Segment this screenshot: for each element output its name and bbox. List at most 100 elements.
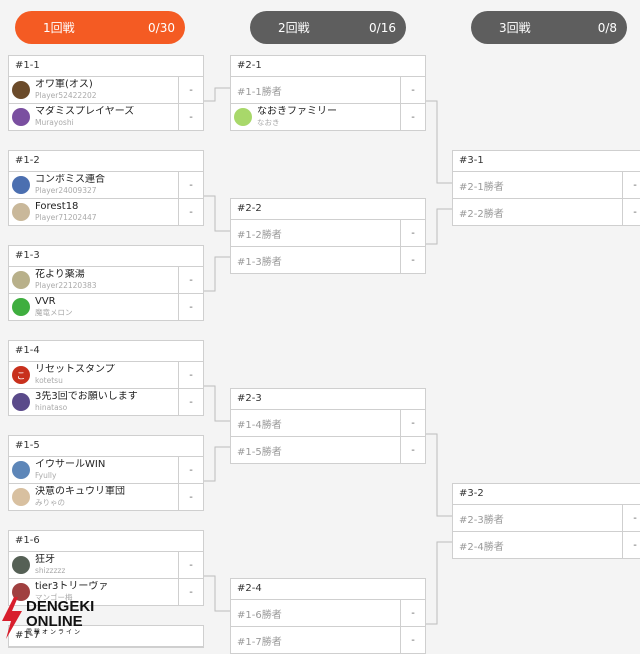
player-name: Player22120383 [35, 281, 97, 290]
player-slot[interactable]: マダミスプレイヤーズ Murayoshi - [9, 104, 203, 130]
team-name: マダミスプレイヤーズ [35, 106, 135, 117]
score-cell[interactable]: - [178, 267, 203, 293]
player-slot[interactable]: #1-3勝者 - [231, 247, 425, 273]
score-cell[interactable]: - [400, 104, 425, 130]
logo-text-line2: ONLINE [26, 613, 83, 630]
score-cell[interactable]: - [178, 104, 203, 130]
score-cell[interactable]: - [400, 627, 425, 653]
player-slot[interactable]: #2-4勝者 - [453, 532, 640, 558]
player-name: Player52422202 [35, 91, 97, 100]
team-name: イウサールWIN [35, 459, 106, 470]
match-id: #1-6 [9, 531, 203, 552]
match-id: #2-4 [231, 579, 425, 600]
winner-placeholder: #2-3勝者 [459, 514, 504, 526]
team-name: コンボミス連合 [35, 174, 105, 185]
player-slot[interactable]: イウサールWIN Fyully - [9, 457, 203, 484]
player-name: Player71202447 [35, 213, 97, 222]
player-name: kotetsu [35, 376, 63, 385]
match-id: #1-2 [9, 151, 203, 172]
player-slot[interactable]: こ リセットスタンプ kotetsu - [9, 362, 203, 389]
winner-placeholder: #1-4勝者 [237, 419, 282, 431]
winner-placeholder: #2-1勝者 [459, 181, 504, 193]
score-cell[interactable]: - [400, 220, 425, 246]
match-card[interactable]: #3-2 #2-3勝者 - #2-4勝者 - [452, 483, 640, 559]
score-cell[interactable]: - [400, 77, 425, 103]
letter-avatar-icon: こ [12, 366, 30, 384]
match-card[interactable]: #2-2 #1-2勝者 - #1-3勝者 - [230, 198, 426, 274]
match-card[interactable]: #1-1 オワ軍(オス) Player52422202 - マダミスプレイヤーズ… [8, 55, 204, 131]
score-cell[interactable]: - [178, 77, 203, 103]
player-slot[interactable]: VVR 魔竜メロン - [9, 294, 203, 320]
winner-placeholder: #1-5勝者 [237, 446, 282, 458]
score-cell[interactable]: - [622, 505, 640, 531]
score-cell[interactable]: - [178, 172, 203, 198]
score-cell[interactable]: - [400, 437, 425, 463]
player-name: マンゴー梅 [35, 593, 73, 602]
player-slot[interactable]: #1-1勝者 - [231, 77, 425, 104]
player-slot[interactable]: #2-2勝者 - [453, 199, 640, 225]
match-card[interactable]: #1-5 イウサールWIN Fyully - 決意のキュウリ軍団 みりゃの - [8, 435, 204, 511]
score-cell[interactable]: - [178, 552, 203, 578]
match-card[interactable]: #1-3 花より薬湯 Player22120383 - VVR 魔竜メロン - [8, 245, 204, 321]
player-slot[interactable]: Forest18 Player71202447 - [9, 199, 203, 225]
character-avatar-icon [12, 393, 30, 411]
score-cell[interactable]: - [178, 579, 203, 605]
player-slot[interactable]: #1-6勝者 - [231, 600, 425, 627]
score-cell[interactable]: - [622, 172, 640, 198]
team-name: 狂牙 [35, 554, 55, 565]
match-id: #1-4 [9, 341, 203, 362]
match-card[interactable]: #2-4 #1-6勝者 - #1-7勝者 - [230, 578, 426, 654]
score-cell[interactable]: - [400, 410, 425, 436]
winner-placeholder: #1-6勝者 [237, 609, 282, 621]
match-id: #3-1 [453, 151, 640, 172]
round-tab-1[interactable]: 1回戦 0/30 [15, 11, 185, 44]
match-card[interactable]: #2-3 #1-4勝者 - #1-5勝者 - [230, 388, 426, 464]
player-slot[interactable]: #1-5勝者 - [231, 437, 425, 463]
dengeki-online-logo: DENGEKI ONLINE 電撃オンライン [0, 595, 125, 640]
player-slot[interactable]: #1-4勝者 - [231, 410, 425, 437]
character-avatar-icon [12, 556, 30, 574]
round-tab-2[interactable]: 2回戦 0/16 [250, 11, 406, 44]
character-avatar-icon [12, 176, 30, 194]
match-card[interactable]: #1-2 コンボミス連合 Player24009327 - Forest18 P… [8, 150, 204, 226]
player-slot[interactable]: #1-2勝者 - [231, 220, 425, 247]
match-id: #3-2 [453, 484, 640, 505]
score-cell[interactable]: - [178, 199, 203, 225]
score-cell[interactable]: - [178, 457, 203, 483]
score-cell[interactable]: - [178, 362, 203, 388]
connector-line [204, 87, 230, 102]
player-slot[interactable]: オワ軍(オス) Player52422202 - [9, 77, 203, 104]
round-tab-3[interactable]: 3回戦 0/8 [471, 11, 627, 44]
player-slot[interactable]: 決意のキュウリ軍団 みりゃの - [9, 484, 203, 510]
connector-line [425, 433, 452, 517]
score-cell[interactable]: - [178, 294, 203, 320]
player-slot[interactable]: 3先3回でお願いします hinataso - [9, 389, 203, 415]
winner-placeholder: #2-2勝者 [459, 208, 504, 220]
player-slot[interactable]: #2-3勝者 - [453, 505, 640, 532]
character-avatar-icon [12, 298, 30, 316]
connector-line [204, 446, 230, 482]
match-id: #1-3 [9, 246, 203, 267]
player-slot[interactable]: #2-1勝者 - [453, 172, 640, 199]
match-card[interactable]: #1-4 こ リセットスタンプ kotetsu - 3先3回でお願いします hi… [8, 340, 204, 416]
score-cell[interactable]: - [178, 484, 203, 510]
team-name: 3先3回でお願いします [35, 391, 138, 402]
match-id: #1-1 [9, 56, 203, 77]
player-slot[interactable]: 狂牙 shizzzzz - [9, 552, 203, 579]
team-name: リセットスタンプ [35, 364, 115, 375]
team-name: 決意のキュウリ軍団 [35, 486, 125, 497]
score-cell[interactable]: - [400, 600, 425, 626]
player-slot[interactable]: 花より薬湯 Player22120383 - [9, 267, 203, 294]
score-cell[interactable]: - [622, 199, 640, 225]
match-card[interactable]: #2-1 #1-1勝者 - なおきファミリー なおき - [230, 55, 426, 131]
connector-line [204, 256, 230, 292]
player-slot[interactable]: #1-7勝者 - [231, 627, 425, 653]
match-card[interactable]: #3-1 #2-1勝者 - #2-2勝者 - [452, 150, 640, 226]
player-slot[interactable]: コンボミス連合 Player24009327 - [9, 172, 203, 199]
score-cell[interactable]: - [400, 247, 425, 273]
match-card[interactable]: #1-6 狂牙 shizzzzz - tier3トリーヴァ マンゴー梅 - [8, 530, 204, 606]
match-id: #2-1 [231, 56, 425, 77]
score-cell[interactable]: - [178, 389, 203, 415]
player-slot[interactable]: なおきファミリー なおき - [231, 104, 425, 130]
score-cell[interactable]: - [622, 532, 640, 558]
